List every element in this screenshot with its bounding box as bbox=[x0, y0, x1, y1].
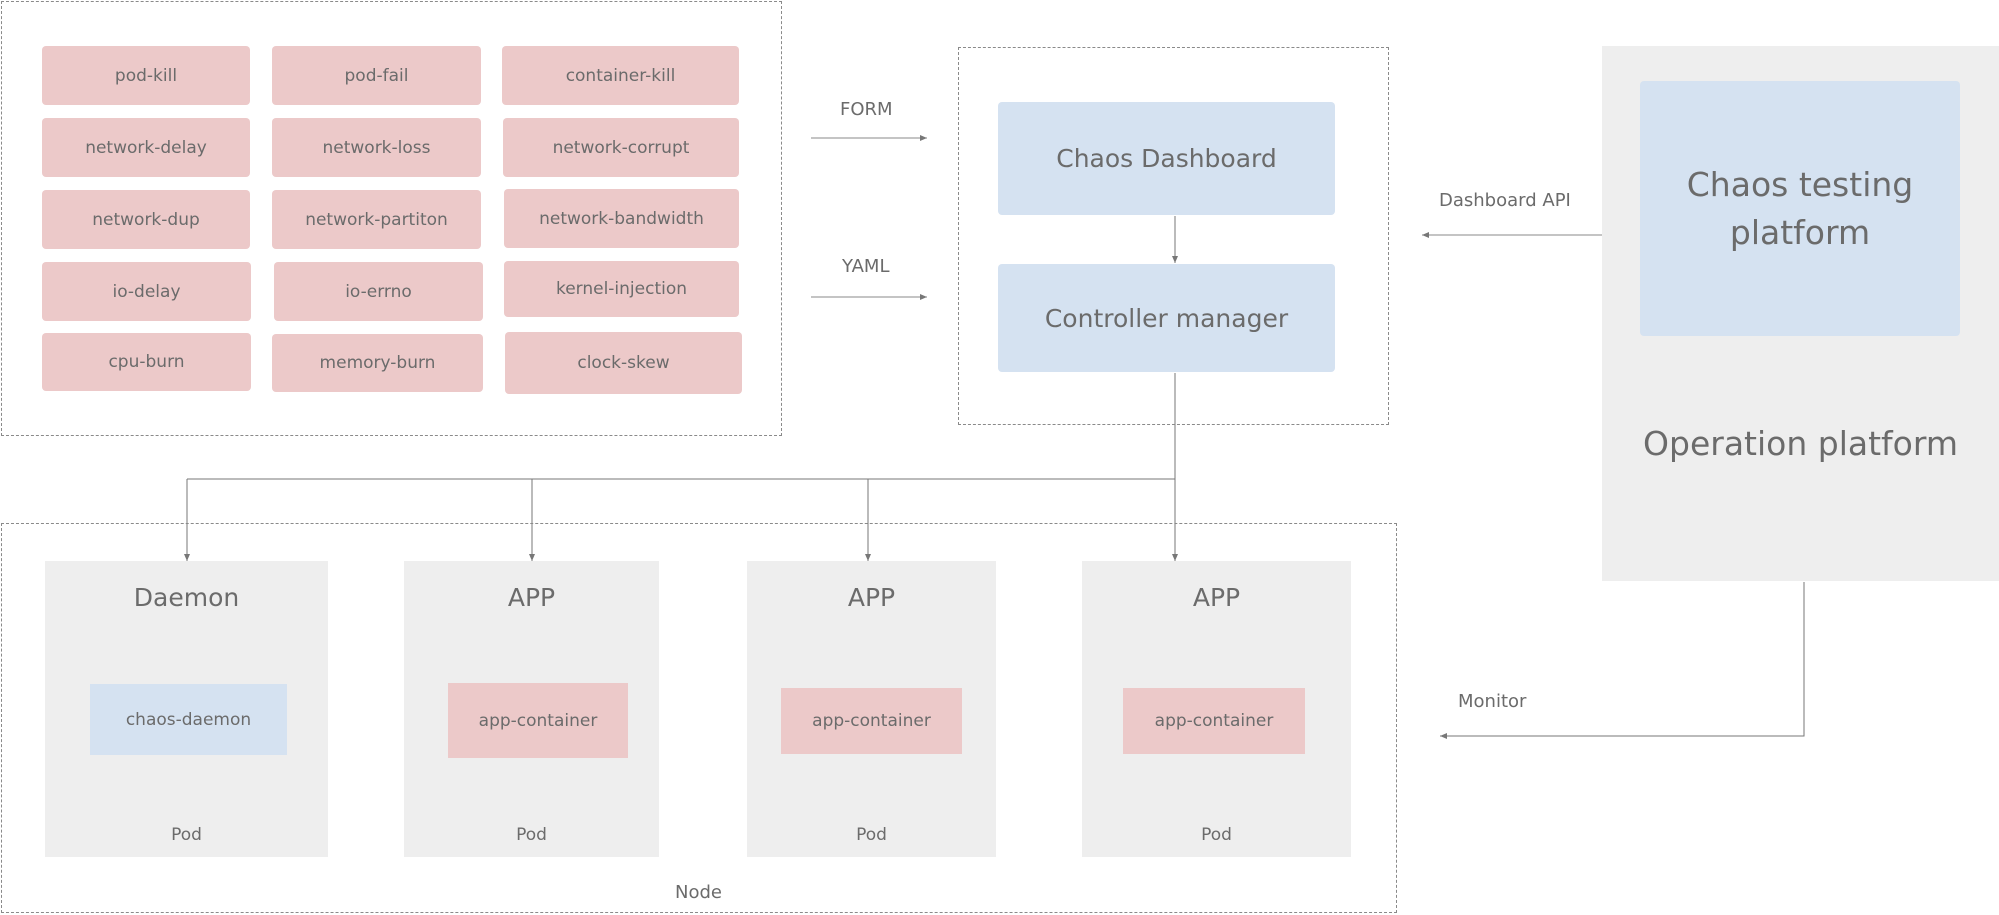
chaos-type-network-partiton: network-partiton bbox=[272, 190, 481, 249]
chaos-type-network-corrupt: network-corrupt bbox=[503, 118, 739, 177]
chaos-type-network-loss: network-loss bbox=[272, 118, 481, 177]
chaos-type-memory-burn: memory-burn bbox=[272, 334, 483, 392]
chaos-type-clock-skew: clock-skew bbox=[505, 332, 742, 394]
app-pod-3: APP app-container Pod bbox=[1082, 561, 1351, 857]
app-container: app-container bbox=[1123, 688, 1305, 754]
app-pod-1: APP app-container Pod bbox=[404, 561, 659, 857]
chaos-type-container-kill: container-kill bbox=[502, 46, 739, 105]
operation-platform-title: Operation platform bbox=[1643, 424, 1958, 463]
pod-label: Pod bbox=[171, 825, 202, 845]
chaos-type-kernel-injection: kernel-injection bbox=[504, 261, 739, 317]
dashboard-api-label: Dashboard API bbox=[1439, 190, 1571, 211]
pod-title: APP bbox=[1192, 583, 1241, 612]
controller-manager-box: Controller manager bbox=[998, 264, 1335, 372]
chaos-dashboard-box: Chaos Dashboard bbox=[998, 102, 1335, 215]
pod-label: Pod bbox=[516, 825, 547, 845]
chaos-type-pod-kill: pod-kill bbox=[42, 46, 250, 105]
pod-title: Daemon bbox=[133, 583, 240, 612]
app-container: app-container bbox=[448, 683, 628, 758]
chaos-type-network-dup: network-dup bbox=[42, 190, 250, 249]
chaos-type-cpu-burn: cpu-burn bbox=[42, 333, 251, 391]
pod-title: APP bbox=[507, 583, 556, 612]
chaos-type-network-bandwidth: network-bandwidth bbox=[504, 189, 739, 248]
chaos-type-pod-fail: pod-fail bbox=[272, 46, 481, 105]
node-label: Node bbox=[675, 882, 722, 903]
form-label: FORM bbox=[840, 99, 893, 120]
node-panel bbox=[1, 523, 1397, 913]
pod-label: Pod bbox=[1201, 825, 1232, 845]
chaos-types-panel bbox=[1, 1, 782, 436]
chaos-type-io-delay: io-delay bbox=[42, 262, 251, 321]
pod-label: Pod bbox=[856, 825, 887, 845]
monitor-arrow bbox=[1440, 582, 1805, 739]
control-plane-panel bbox=[958, 47, 1389, 425]
app-pod-2: APP app-container Pod bbox=[747, 561, 996, 857]
chaos-testing-platform-box: Chaos testing platform bbox=[1640, 81, 1960, 336]
chaos-type-io-errno: io-errno bbox=[274, 262, 483, 321]
app-container: app-container bbox=[781, 688, 962, 754]
daemon-pod: Daemon chaos-daemon Pod bbox=[45, 561, 328, 857]
monitor-label: Monitor bbox=[1458, 691, 1527, 712]
chaos-type-network-delay: network-delay bbox=[42, 118, 250, 177]
chaos-daemon-container: chaos-daemon bbox=[90, 684, 287, 755]
yaml-label: YAML bbox=[842, 256, 890, 277]
pod-title: APP bbox=[847, 583, 896, 612]
